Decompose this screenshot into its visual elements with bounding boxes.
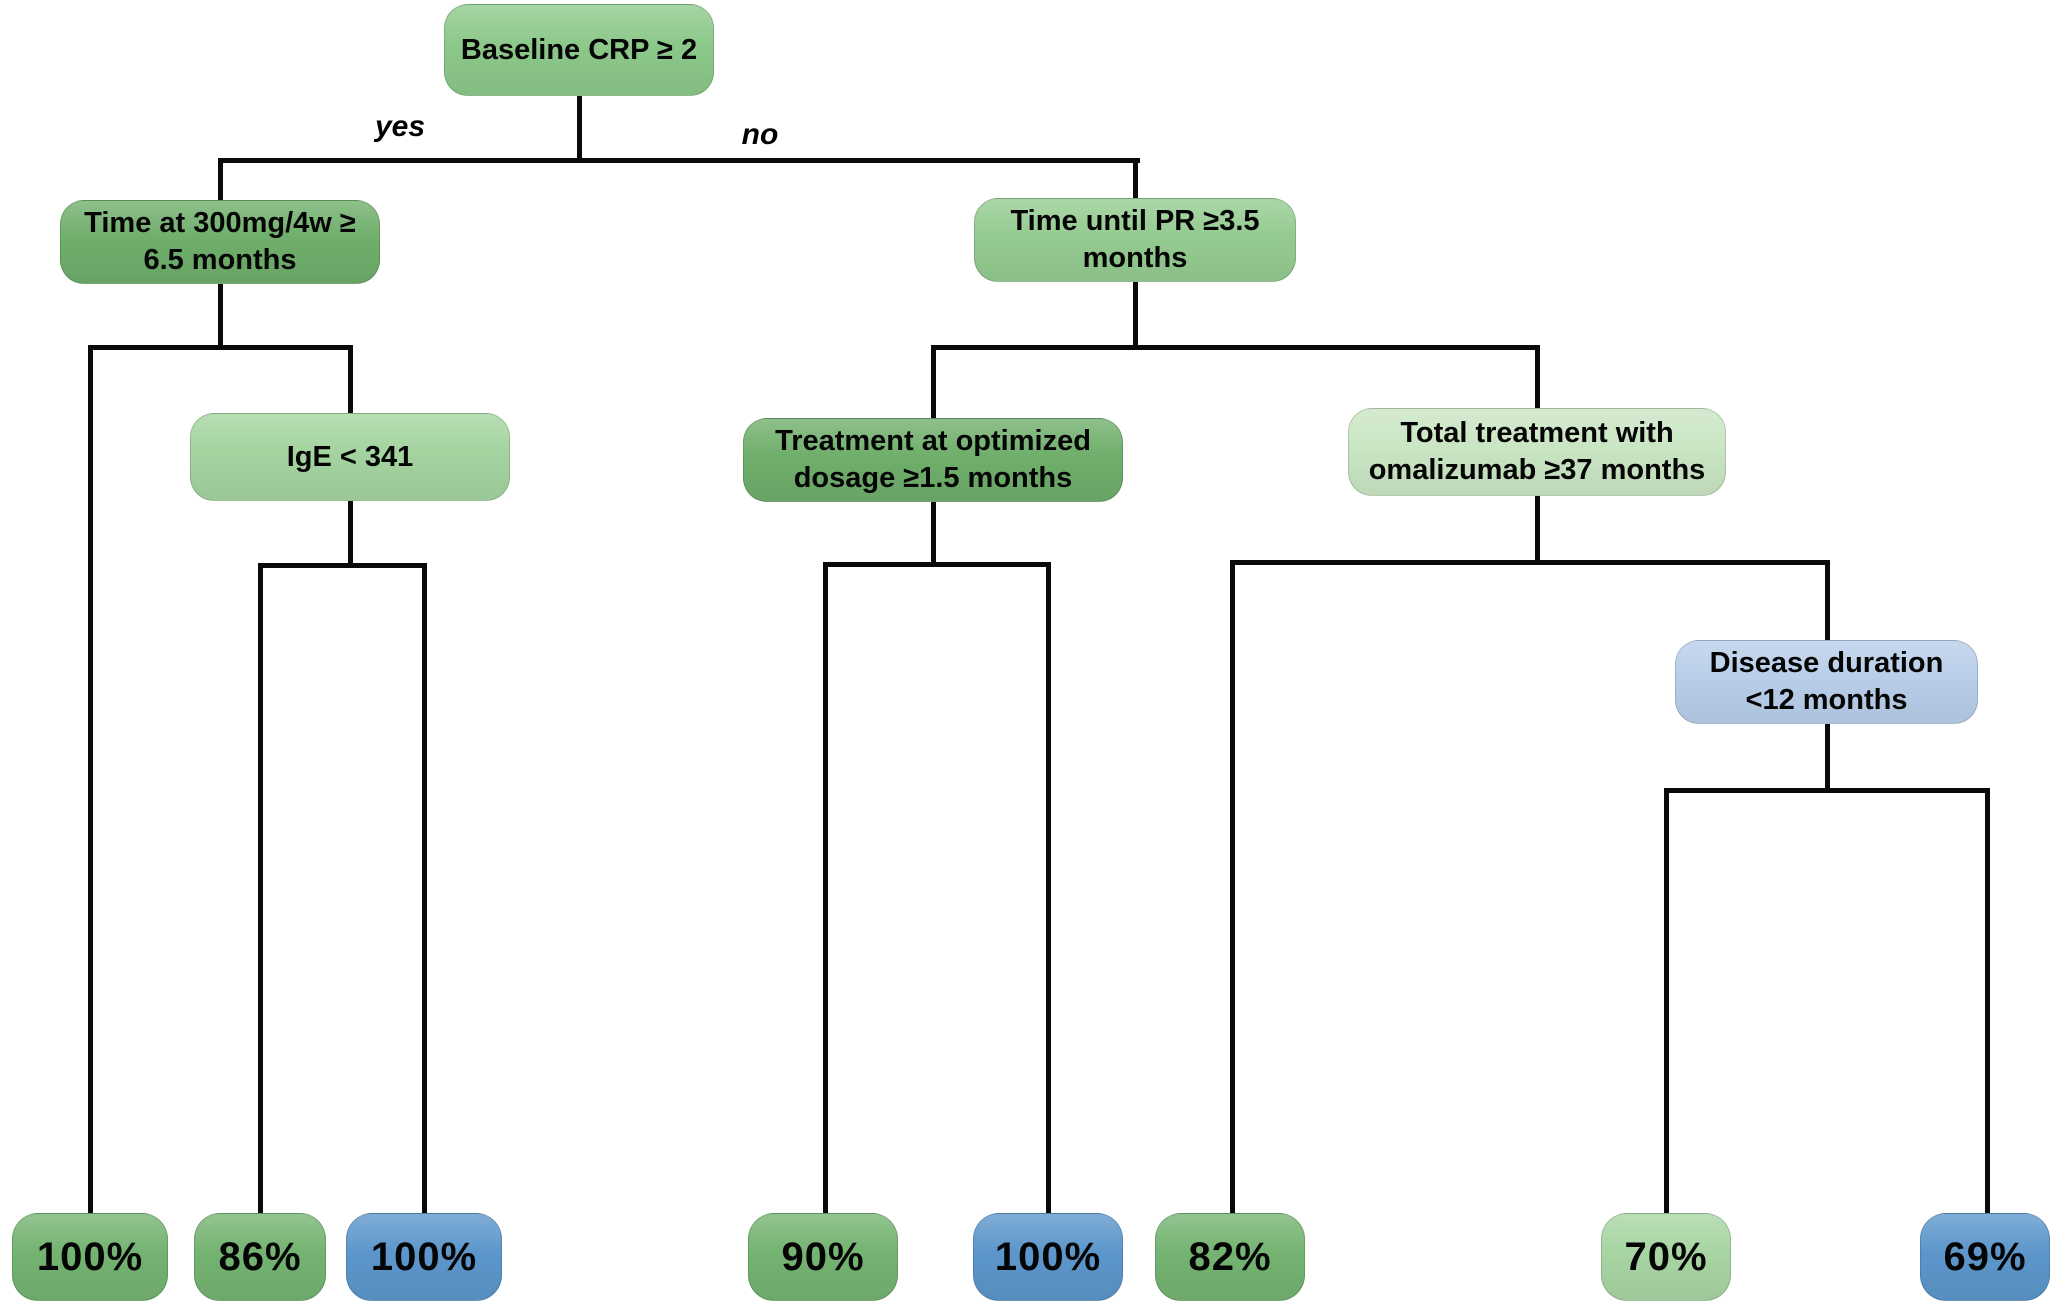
edge-label-no: no — [741, 118, 779, 151]
connector-ige-bar — [258, 563, 427, 568]
node-ige: IgE < 341 — [190, 413, 510, 501]
leaf-value: 100% — [36, 1234, 144, 1279]
connector-yes-drop — [218, 158, 223, 204]
connector-total-bar — [1230, 560, 1830, 565]
node-label: Baseline CRP ≥ 2 — [460, 33, 698, 66]
connector-total-stem — [1535, 494, 1540, 564]
leaf-value: 69% — [1943, 1234, 2027, 1279]
connector-no-drop — [1133, 158, 1138, 202]
node-disease-duration: Disease duration <12 months — [1675, 640, 1978, 724]
leaf-percentage: 70% — [1601, 1213, 1731, 1301]
connector-duration-bar — [1664, 788, 1990, 793]
leaf-value: 70% — [1624, 1234, 1708, 1279]
connector-drop-leaf-69 — [1985, 788, 1990, 1217]
leaf-value: 100% — [994, 1234, 1102, 1279]
connector-treatment-stem — [931, 500, 936, 566]
connector-root-bar — [218, 158, 1140, 163]
leaf-percentage: 100% — [12, 1213, 168, 1301]
connector-root-stem — [577, 94, 582, 162]
connector-drop-leaf-100a — [88, 345, 93, 1217]
connector-drop-leaf-90 — [823, 562, 828, 1217]
node-label: Treatment at optimized dosage ≥1.5 month… — [775, 425, 1091, 494]
node-time-until-pr: Time until PR ≥3.5 months — [974, 198, 1296, 282]
connector-drop-leaf-70 — [1664, 788, 1669, 1217]
leaf-percentage: 69% — [1920, 1213, 2050, 1301]
connector-pr-bar — [931, 345, 1540, 350]
node-treatment-optimized: Treatment at optimized dosage ≥1.5 month… — [743, 418, 1123, 502]
connector-drop-leaf-100b — [422, 563, 427, 1217]
connector-drop-leaf-86 — [258, 563, 263, 1217]
node-label: Disease duration <12 months — [1709, 647, 1944, 716]
node-label: Total treatment with omalizumab ≥37 mont… — [1368, 417, 1706, 486]
leaf-value: 82% — [1188, 1234, 1272, 1279]
connector-drop-ige — [348, 345, 353, 417]
node-label: IgE < 341 — [286, 440, 414, 473]
connector-time300-bar — [88, 345, 353, 350]
node-total-treatment: Total treatment with omalizumab ≥37 mont… — [1348, 408, 1726, 496]
connector-pr-stem — [1133, 280, 1138, 349]
connector-drop-leaf-82 — [1230, 560, 1235, 1217]
node-baseline-crp: Baseline CRP ≥ 2 — [444, 4, 714, 96]
leaf-percentage: 82% — [1155, 1213, 1305, 1301]
leaf-percentage: 90% — [748, 1213, 898, 1301]
leaf-value: 90% — [781, 1234, 865, 1279]
edge-label-yes: yes — [374, 110, 426, 143]
connector-ige-stem — [348, 499, 353, 567]
connector-drop-total — [1535, 345, 1540, 412]
connector-drop-treatment — [931, 345, 936, 422]
leaf-value: 86% — [218, 1234, 302, 1279]
leaf-value: 100% — [370, 1234, 478, 1279]
connector-drop-leaf-100c — [1046, 562, 1051, 1217]
node-time-300mg: Time at 300mg/4w ≥ 6.5 months — [60, 200, 380, 284]
connector-duration-stem — [1825, 722, 1830, 792]
connector-time300-stem — [218, 282, 223, 349]
leaf-percentage: 100% — [973, 1213, 1123, 1301]
node-label: Time until PR ≥3.5 months — [1010, 205, 1260, 274]
connector-treatment-bar — [823, 562, 1051, 567]
node-label: Time at 300mg/4w ≥ 6.5 months — [84, 207, 356, 276]
leaf-percentage: 86% — [194, 1213, 326, 1301]
leaf-percentage: 100% — [346, 1213, 502, 1301]
connector-drop-duration — [1825, 560, 1830, 644]
